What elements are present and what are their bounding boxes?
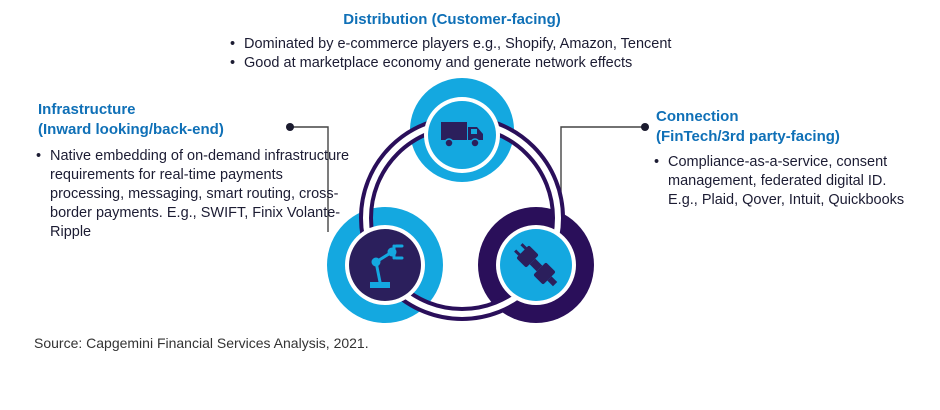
infrastructure-heading-line1: Infrastructure [38, 101, 136, 118]
infrastructure-bullets: Native embedding of on-demand infrastruc… [34, 147, 354, 242]
left-node [349, 229, 421, 301]
infra-connector-dot [286, 123, 294, 131]
connection-heading: Connection (FinTech/3rd party-facing) [656, 107, 916, 147]
distribution-heading: Distribution (Customer-facing) [343, 11, 561, 28]
infrastructure-heading: Infrastructure (Inward looking/back-end) [38, 100, 298, 140]
plug-icon [514, 243, 558, 287]
infrastructure-bullet: Native embedding of on-demand infrastruc… [34, 147, 354, 242]
truck-icon [441, 122, 483, 148]
connection-heading-line1: Connection [656, 108, 739, 125]
conn-connector-dot [641, 123, 649, 131]
infrastructure-heading-line2: (Inward looking/back-end) [38, 121, 224, 138]
conn-connector-line [560, 126, 645, 222]
source-note: Source: Capgemini Financial Services Ana… [34, 335, 369, 351]
connection-bullet: Compliance-as-a-service, consent managem… [652, 153, 912, 210]
connection-bullets: Compliance-as-a-service, consent managem… [652, 153, 912, 210]
distribution-bullets: Dominated by e-commerce players e.g., Sh… [228, 35, 748, 73]
distribution-bullet: Good at marketplace economy and generate… [228, 54, 748, 73]
distribution-bullet: Dominated by e-commerce players e.g., Sh… [228, 35, 748, 54]
connection-heading-line2: (FinTech/3rd party-facing) [656, 128, 840, 145]
robot-arm-icon [370, 244, 404, 288]
